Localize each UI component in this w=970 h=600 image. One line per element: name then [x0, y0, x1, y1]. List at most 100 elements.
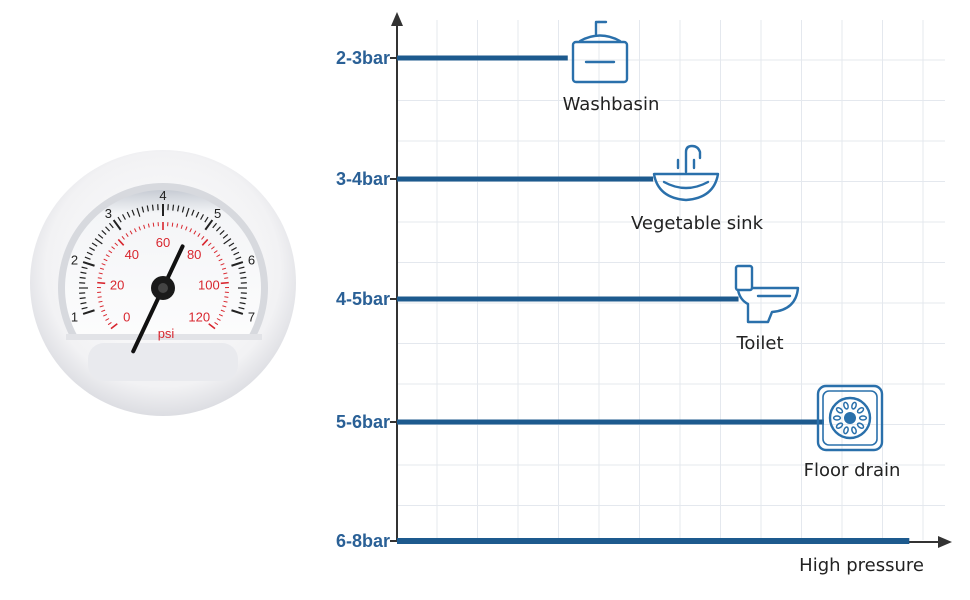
gauge-bar-label: 7	[248, 310, 255, 325]
gauge-psi-tick	[214, 322, 219, 326]
gauge-unit-label: psi	[158, 326, 175, 341]
gauge-psi-tick	[223, 272, 228, 275]
gauge-bar-tick	[231, 261, 244, 267]
x-axis-label: High pressure	[799, 555, 924, 576]
gauge-bar-tick	[185, 207, 190, 217]
gauge-psi-tick	[110, 323, 118, 330]
gauge-bar-tick	[238, 306, 245, 310]
y-tick-label: 2-3bar	[336, 48, 390, 68]
gauge-psi-label: 100	[198, 277, 220, 292]
gauge-bar-tick	[141, 206, 145, 213]
gauge-bar-label: 1	[71, 310, 78, 325]
gauge-bar-tick	[223, 238, 232, 245]
gauge-bar-tick	[215, 226, 221, 232]
gauge-bar-tick	[172, 204, 175, 211]
gauge-psi-tick	[213, 250, 218, 254]
y-tick-label: 5-6bar	[336, 412, 390, 432]
gauge-psi-tick	[99, 305, 104, 308]
gauge-psi-tick	[114, 242, 119, 247]
gauge-bar-tick	[82, 261, 95, 267]
gauge-psi-tick	[208, 323, 216, 330]
washbasin-icon	[571, 20, 629, 84]
gauge-psi-tick	[224, 277, 229, 279]
gauge-psi-tick	[105, 318, 110, 321]
gauge-bar-tick	[122, 214, 126, 220]
gauge-psi-tick	[171, 222, 174, 227]
gauge-bar-tick	[86, 251, 93, 256]
gauge-bar-tick	[89, 247, 95, 251]
bar-label: Washbasin	[563, 94, 660, 115]
gauge-psi-label: 0	[123, 309, 130, 324]
gauge-psi-tick	[103, 313, 108, 317]
gauge-psi-tick	[107, 322, 112, 326]
gauge-psi-tick	[121, 235, 125, 240]
gauge-bar-tick	[101, 230, 107, 236]
gauge-bar-tick	[80, 271, 87, 274]
gauge-psi-tick	[207, 242, 212, 247]
gauge-psi-tick	[98, 300, 103, 303]
gauge-psi-label: 20	[110, 277, 124, 292]
gauge-bar-tick	[240, 297, 247, 300]
gauge-psi-tick	[218, 258, 223, 262]
gauge-bar-tick	[146, 205, 149, 212]
gauge-psi-tick	[134, 228, 137, 233]
gauge-psi-label: 80	[187, 247, 201, 262]
floor-drain-icon	[816, 384, 884, 452]
gauge-bar-tick	[105, 226, 111, 232]
gauge-bar-tick	[84, 256, 91, 260]
gauge-psi-tick	[98, 272, 103, 275]
gauge-psi-tick	[108, 250, 113, 254]
toilet-icon	[734, 264, 800, 324]
gauge-bar-tick	[94, 238, 103, 245]
gauge-bar-tick	[191, 209, 195, 216]
gauge-psi-tick	[101, 309, 106, 313]
gauge-psi-tick	[129, 230, 133, 235]
gauge-bar-tick	[212, 222, 218, 229]
gauge-psi-tick	[220, 263, 225, 266]
gauge-bar-tick	[80, 302, 87, 305]
gauge-bar-tick	[219, 230, 225, 236]
y-axis-arrow	[391, 12, 403, 26]
gauge-psi-tick	[99, 267, 105, 270]
gauge-psi-tick	[189, 228, 192, 233]
gauge-psi-tick	[211, 246, 215, 250]
gauge-bar-tick	[79, 297, 86, 300]
vegetable-sink-icon	[652, 144, 720, 202]
gauge-bar-tick	[238, 266, 245, 270]
bar-label: Toilet	[735, 333, 783, 354]
gauge-bar-tick	[181, 206, 185, 213]
gauge-bar-tick	[112, 219, 122, 231]
gauge-bar-tick	[82, 309, 95, 315]
gauge-psi-tick	[152, 222, 155, 227]
gauge-bar-tick	[126, 211, 131, 218]
gauge-psi-tick	[97, 277, 102, 279]
gauge-bar-tick	[231, 309, 244, 315]
gauge-bar-tick	[200, 214, 204, 220]
y-tick-label: 6-8bar	[336, 531, 390, 551]
gauge-psi-tick	[97, 281, 106, 285]
gauge-bar-label: 5	[214, 206, 221, 221]
gauge-psi-tick	[176, 223, 179, 228]
gauge-bar-tick	[177, 205, 180, 212]
gauge-psi-tick	[138, 226, 141, 231]
chart-grid	[398, 20, 945, 540]
gauge-psi-tick	[201, 235, 205, 240]
gauge-psi-tick	[218, 313, 223, 317]
gauge-psi-tick	[117, 238, 125, 246]
gauge-bar-tick	[195, 211, 200, 218]
gauge-psi-tick	[221, 267, 227, 270]
bar-label: Floor drain	[804, 460, 901, 481]
gauge-psi-tick	[216, 254, 221, 258]
gauge-bar-tick	[79, 276, 86, 279]
gauge-bar-label: 2	[71, 252, 78, 267]
gauge-bar-tick	[239, 302, 246, 305]
gauge-bar-tick	[108, 222, 114, 229]
gauge-psi-tick	[105, 254, 110, 258]
gauge-bar-tick	[117, 216, 122, 223]
gauge-bar-label: 6	[248, 252, 255, 267]
chart-bars	[397, 55, 910, 544]
gauge-psi-tick	[224, 296, 229, 298]
gauge-psi-tick	[201, 238, 209, 246]
gauge-bar-tick	[81, 306, 88, 310]
gauge-hub-cap	[158, 283, 168, 293]
